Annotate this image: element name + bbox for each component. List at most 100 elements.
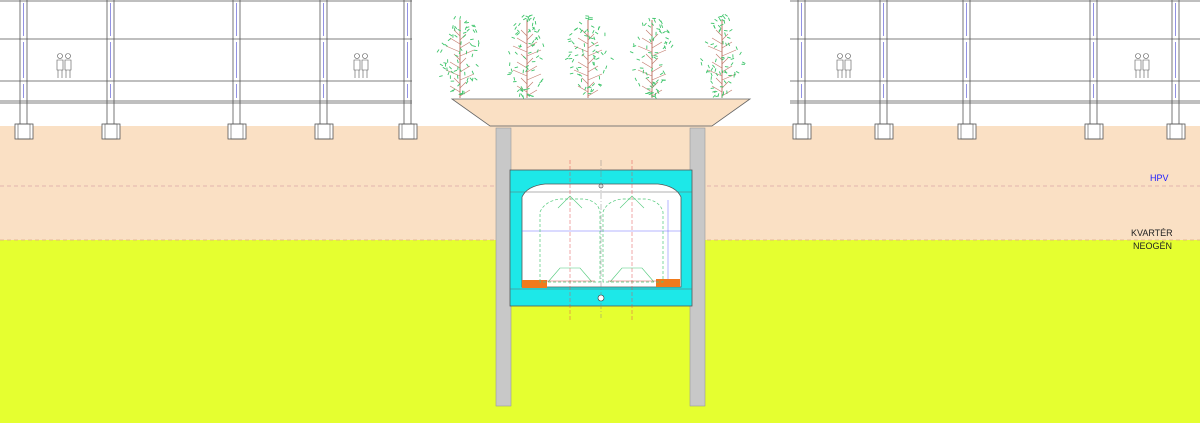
tree-leaf — [528, 28, 531, 33]
tree-leaf — [521, 14, 525, 18]
person-body — [353, 59, 361, 78]
tree-branch — [526, 81, 534, 89]
planting-bed — [450, 98, 752, 127]
tree-leaf — [595, 44, 599, 47]
tree-leaf — [726, 36, 731, 39]
tree-branch — [459, 73, 475, 81]
tree-branch — [526, 65, 538, 73]
person-head — [57, 53, 63, 59]
tree-branch — [520, 77, 528, 85]
tree-leaf — [462, 31, 467, 34]
tree-leaf — [450, 70, 454, 74]
tree-leaf — [452, 88, 456, 92]
tree-leaf — [595, 57, 600, 60]
tree-leaf — [651, 67, 653, 72]
tree-leaf — [666, 29, 670, 33]
tree-leaf — [454, 34, 458, 38]
tree-leaf — [720, 56, 725, 59]
tree-branch — [645, 53, 653, 61]
tree-branch — [721, 65, 733, 73]
tree-leaf — [651, 22, 654, 26]
tree-branch — [641, 37, 653, 45]
tree-leaf — [577, 83, 581, 88]
tree-branch — [711, 85, 723, 93]
tree-leaf — [458, 50, 461, 54]
tree-branch — [641, 61, 653, 69]
tree-leaf — [453, 69, 458, 72]
tree-leaf — [650, 92, 654, 94]
tree-leaf — [447, 71, 450, 76]
tree-branch — [641, 85, 653, 93]
tree-branch — [459, 81, 467, 89]
tree-leaf — [714, 18, 718, 22]
tree-leaf — [569, 66, 574, 69]
tree-branch — [526, 73, 542, 81]
tree-leaf — [465, 80, 469, 85]
tree-branch — [453, 77, 461, 85]
tunnel-inner-opening — [521, 183, 682, 288]
tree-branch — [581, 77, 589, 85]
tree-leaf — [590, 37, 594, 40]
tree-leaf — [540, 78, 544, 82]
tree-leaf — [443, 62, 447, 64]
tree-leaf — [594, 67, 598, 71]
tree-leaf — [573, 27, 578, 31]
tree-branch — [516, 85, 528, 93]
tree-leaf — [598, 83, 603, 86]
tree-leaf — [713, 24, 716, 29]
tree-leaf — [710, 43, 715, 46]
tree-leaf — [652, 81, 656, 84]
tree-leaf — [717, 93, 720, 97]
building-section-icon — [790, 0, 1200, 140]
tree-leaf — [591, 89, 595, 93]
tree-leaf — [593, 56, 596, 60]
tree-branch — [721, 49, 737, 57]
tree-leaf — [463, 20, 468, 24]
tree-branch — [587, 49, 603, 57]
tree-leaf — [591, 41, 595, 45]
tree-branch — [721, 41, 733, 49]
tree-leaf — [710, 87, 715, 89]
tree-leaf — [739, 51, 742, 56]
tree-leaf — [653, 19, 656, 23]
tree-leaf — [581, 53, 585, 57]
tree-icon — [507, 14, 545, 99]
tree-leaf — [576, 73, 581, 76]
tree-leaf — [518, 22, 521, 27]
tree-leaf — [721, 57, 725, 61]
tree-leaf — [538, 35, 541, 39]
person-body — [1134, 59, 1142, 78]
tree-branch — [587, 89, 599, 97]
tree-branch — [651, 49, 667, 57]
tree-leaf — [518, 93, 521, 97]
tree-leaf — [576, 67, 579, 71]
person-body — [1142, 59, 1150, 78]
tree-leaf — [602, 69, 605, 74]
tree-leaf — [632, 69, 636, 71]
tree-leaf — [442, 66, 447, 70]
footing — [17, 123, 31, 140]
tree-leaf — [648, 51, 652, 54]
tree-leaf — [580, 29, 583, 34]
tree-leaf — [742, 61, 746, 64]
tree-leaf — [583, 30, 587, 34]
tree-leaf — [520, 93, 524, 97]
tree-branch — [526, 49, 542, 57]
tree-leaf — [458, 92, 463, 95]
tree-leaf — [459, 16, 461, 20]
tree-leaf — [588, 35, 591, 40]
tree-branch — [587, 65, 599, 73]
tree-branch — [715, 53, 723, 61]
tree-leaf — [700, 58, 704, 62]
tree-leaf — [474, 77, 478, 81]
tree-branch — [645, 29, 653, 37]
tree-leaf — [542, 43, 545, 47]
tree-leaf — [519, 44, 522, 48]
tree-leaf — [727, 56, 731, 59]
tree-leaf — [713, 45, 718, 48]
tree-leaf — [471, 77, 474, 82]
tree-leaf — [514, 66, 519, 69]
tree-leaf — [723, 71, 728, 74]
tree-leaf — [700, 61, 703, 66]
